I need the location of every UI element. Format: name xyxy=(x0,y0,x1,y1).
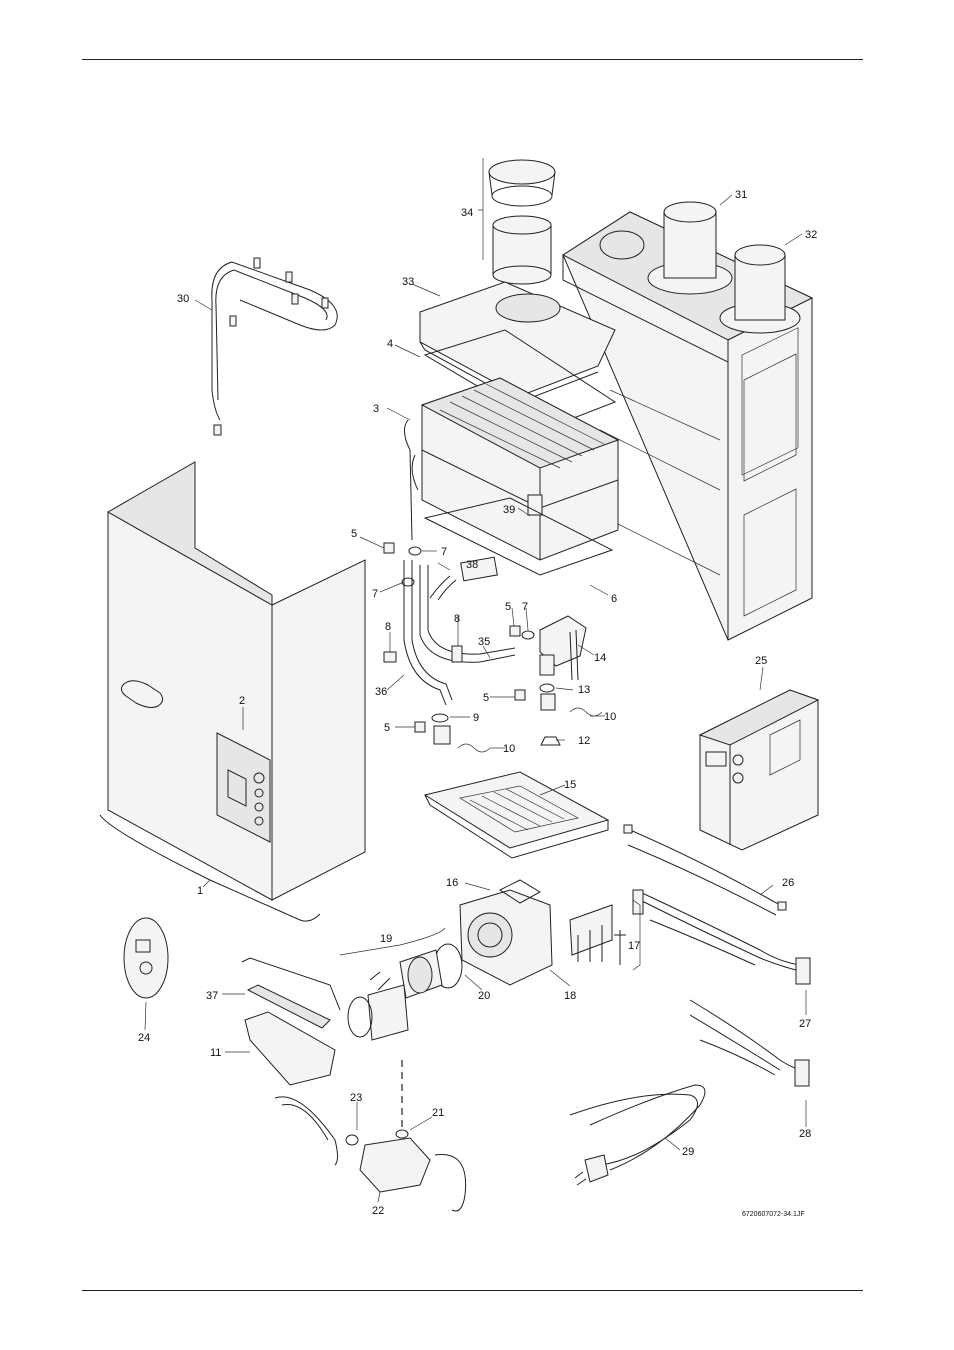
callout-6: 6 xyxy=(611,593,617,605)
wiring-looms xyxy=(624,825,810,1086)
callout-8b: 8 xyxy=(454,613,460,625)
callout-28: 28 xyxy=(799,1128,811,1140)
callout-36: 36 xyxy=(375,686,387,698)
callout-11: 11 xyxy=(210,1047,221,1059)
power-cord xyxy=(570,1085,705,1185)
water-pipes xyxy=(404,557,515,705)
combustion-chamber xyxy=(563,202,812,640)
callout-27: 27 xyxy=(799,1018,811,1030)
callout-35: 35 xyxy=(478,636,490,648)
callout-18: 18 xyxy=(564,990,576,1002)
callout-5b: 5 xyxy=(505,601,511,613)
control-box xyxy=(700,690,818,850)
callout-37: 37 xyxy=(206,990,218,1002)
callout-39: 39 xyxy=(503,504,515,516)
callout-7b: 7 xyxy=(372,588,378,600)
callout-25: 25 xyxy=(755,655,767,667)
callout-5d: 5 xyxy=(384,722,390,734)
figure-code: 6720607072-34.1JF xyxy=(742,1211,805,1218)
callout-23: 23 xyxy=(350,1092,362,1104)
callout-32: 32 xyxy=(805,229,817,241)
callout-2: 2 xyxy=(239,695,245,707)
callout-38: 38 xyxy=(466,559,478,571)
callout-7a: 7 xyxy=(441,546,447,558)
electrodes xyxy=(570,905,626,965)
callout-14: 14 xyxy=(594,652,606,664)
callout-1: 1 xyxy=(197,885,203,897)
burner xyxy=(425,772,608,858)
callout-5a: 5 xyxy=(351,528,357,540)
callout-12: 12 xyxy=(578,735,590,747)
bottom-parts xyxy=(242,958,466,1211)
callout-13: 13 xyxy=(578,684,590,696)
remote-control xyxy=(124,918,168,998)
callout-24: 24 xyxy=(138,1032,150,1044)
heat-exchanger xyxy=(404,378,618,560)
callout-5c: 5 xyxy=(483,692,489,704)
callout-21: 21 xyxy=(432,1107,444,1119)
callout-22: 22 xyxy=(372,1205,384,1217)
callout-26: 26 xyxy=(782,877,794,889)
callout-20: 20 xyxy=(478,990,490,1002)
callout-30: 30 xyxy=(177,293,189,305)
callout-17: 17 xyxy=(628,940,640,952)
fan-assembly xyxy=(348,880,552,1040)
flue-adaptor xyxy=(489,160,555,284)
callout-9: 9 xyxy=(473,712,479,724)
callout-4: 4 xyxy=(387,338,393,350)
callout-15: 15 xyxy=(564,779,576,791)
callout-7c: 7 xyxy=(522,601,528,613)
callout-3: 3 xyxy=(373,403,379,415)
callout-10a: 10 xyxy=(604,711,616,723)
wiring-harness xyxy=(212,258,337,435)
callout-33: 33 xyxy=(402,276,414,288)
callout-34: 34 xyxy=(461,207,473,219)
callout-10b: 10 xyxy=(503,743,515,755)
callout-31: 31 xyxy=(735,189,747,201)
callout-19: 19 xyxy=(380,933,392,945)
front-casing xyxy=(108,462,365,900)
callout-8a: 8 xyxy=(385,621,391,633)
callout-16: 16 xyxy=(446,877,458,889)
callout-29: 29 xyxy=(682,1146,694,1158)
